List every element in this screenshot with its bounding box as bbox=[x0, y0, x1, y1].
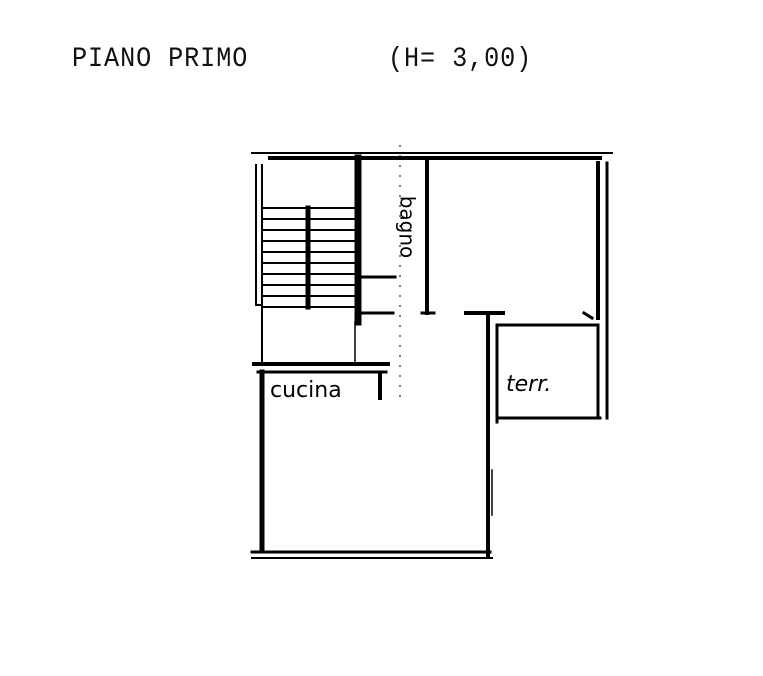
room-label-cucina: cucina bbox=[270, 378, 342, 403]
walls bbox=[250, 152, 613, 559]
floor-title: PIANO PRIMO bbox=[72, 44, 249, 75]
height-note: (H= 3,00) bbox=[388, 44, 533, 75]
room-label-terrazzo: terr. bbox=[506, 372, 552, 397]
room-label-bagno: bagno bbox=[395, 195, 420, 259]
